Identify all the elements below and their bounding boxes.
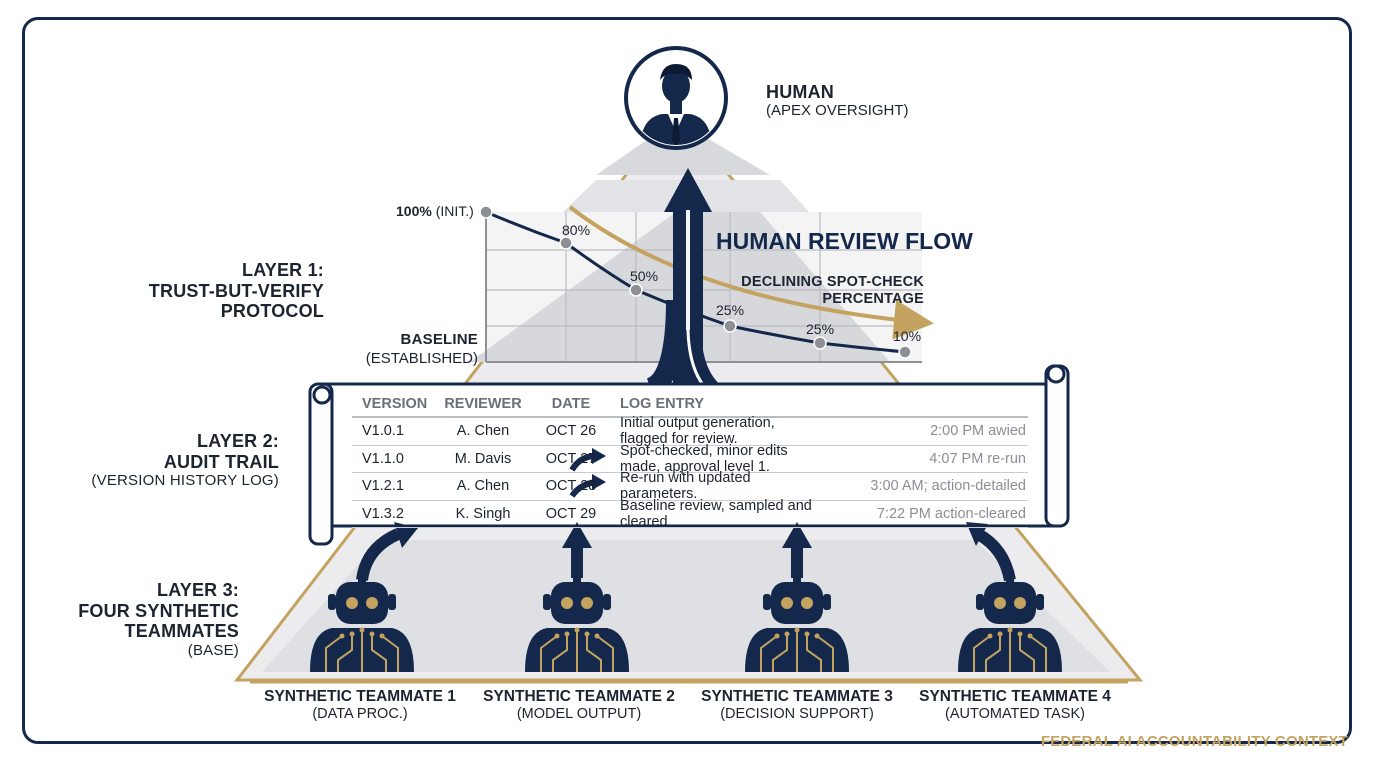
audit-log-table: VERSION REVIEWER DATE LOG ENTRY V1.0.1 A… xyxy=(352,392,1028,530)
data-point xyxy=(813,336,827,350)
log-header-row: VERSION REVIEWER DATE LOG ENTRY xyxy=(352,392,1028,418)
cell-log-entry: Baseline review, sampled and cleared. xyxy=(620,497,812,530)
table-row: V1.0.1 A. Chen OCT 26 Initial output gen… xyxy=(352,415,1028,448)
data-label: 10% xyxy=(893,328,922,344)
cell-time: 3:00 AM; action-detailed xyxy=(870,478,1026,495)
cell-version: V1.2.1 xyxy=(362,478,404,495)
human-subtitle: (APEX OVERSIGHT) xyxy=(766,102,909,119)
footer-context: FEDERAL AI ACCOUNTABILITY CONTEXT xyxy=(1040,733,1348,750)
table-row: V1.3.2 K. Singh OCT 29 Baseline review, … xyxy=(352,497,1028,530)
data-label-bold: 100% xyxy=(396,203,432,219)
cell-date: OCT 28 xyxy=(545,478,597,495)
layer3-line1: LAYER 3: xyxy=(157,580,239,600)
teammate-3-caption: SYNTHETIC TEAMMATE 3 (DECISION SUPPORT) xyxy=(692,688,902,722)
table-row: V1.2.1 A. Chen OCT 28 Re-run with update… xyxy=(352,470,1028,503)
cell-log-entry: Initial output generation, flagged for r… xyxy=(620,415,775,448)
teammate-role: (DECISION SUPPORT) xyxy=(720,706,874,722)
layer1-heading: LAYER 1: TRUST-BUT-VERIFY PROTOCOL xyxy=(149,260,324,322)
layer2-heading: LAYER 2: AUDIT TRAIL (VERSION HISTORY LO… xyxy=(91,431,279,490)
cell-date: OCT 26 xyxy=(545,423,597,440)
data-point xyxy=(629,283,643,297)
layer2-line1: LAYER 2: xyxy=(197,431,279,451)
cell-reviewer: M. Davis xyxy=(454,450,512,467)
layer1-line3: PROTOCOL xyxy=(220,301,324,322)
chart-title: DECLINING SPOT-CHECK PERCENTAGE xyxy=(741,274,924,307)
pyramid-tier-bottom xyxy=(262,540,1110,672)
data-point xyxy=(898,345,912,359)
robot-icon xyxy=(525,572,629,672)
cell-log-entry: Spot-checked, minor edits made, approval… xyxy=(620,442,788,475)
col-date: DATE xyxy=(551,396,591,412)
teammate-name: SYNTHETIC TEAMMATE 2 xyxy=(483,688,675,705)
data-point xyxy=(479,205,493,219)
layer1-line2: TRUST-BUT-VERIFY xyxy=(148,280,324,301)
cell-time: 7:22 PM action-cleared xyxy=(876,505,1026,522)
cell-time: 2:00 PM awied xyxy=(930,423,1026,440)
human-review-flow-label: HUMAN REVIEW FLOW xyxy=(716,228,973,254)
teammate-name: SYNTHETIC TEAMMATE 1 xyxy=(264,688,456,705)
person-icon xyxy=(624,46,728,150)
teammate-role: (DATA PROC.) xyxy=(312,706,408,722)
layer2-sub: (VERSION HISTORY LOG) xyxy=(91,472,279,490)
layer2-line2: AUDIT TRAIL xyxy=(163,451,279,472)
data-label: 100% (INIT.) xyxy=(396,203,474,219)
declining-trend-arrow xyxy=(568,205,934,340)
teammate-name: SYNTHETIC TEAMMATE 3 xyxy=(701,688,893,705)
cell-reviewer: A. Chen xyxy=(456,478,510,495)
cell-time: 4:07 PM re-run xyxy=(929,450,1026,467)
cell-date: OCT 27 xyxy=(545,450,597,467)
teammate-role: (MODEL OUTPUT) xyxy=(516,706,642,722)
col-log-entry: LOG ENTRY xyxy=(620,396,705,412)
baseline-title: BASELINE xyxy=(400,331,478,348)
outer-frame xyxy=(22,17,1352,744)
audit-scroll xyxy=(308,364,1070,546)
cell-version: V1.3.2 xyxy=(362,505,404,522)
cell-version: V1.1.0 xyxy=(362,450,404,467)
table-row: V1.1.0 M. Davis OCT 27 Spot-checked, min… xyxy=(352,442,1028,475)
teammate-1-caption: SYNTHETIC TEAMMATE 1 (DATA PROC.) xyxy=(255,688,465,722)
data-point xyxy=(559,236,573,250)
baseline-sub: (ESTABLISHED) xyxy=(365,350,478,367)
col-reviewer: REVIEWER xyxy=(444,396,522,412)
data-label: 25% xyxy=(806,321,835,337)
teammate-role: (AUTOMATED TASK) xyxy=(945,706,1085,722)
cell-reviewer: K. Singh xyxy=(455,505,511,522)
cell-reviewer: A. Chen xyxy=(456,423,510,440)
teammate-2-caption: SYNTHETIC TEAMMATE 2 (MODEL OUTPUT) xyxy=(474,688,684,722)
teammate-4-caption: SYNTHETIC TEAMMATE 4 (AUTOMATED TASK) xyxy=(910,688,1120,722)
cell-log-entry: Re-run with updated parameters. xyxy=(620,470,751,503)
layer1-line1: LAYER 1: xyxy=(242,260,324,280)
data-point xyxy=(723,319,737,333)
robot-icon xyxy=(958,572,1062,672)
data-label: 80% xyxy=(562,222,591,238)
layer3-heading: LAYER 3: FOUR SYNTHETIC TEAMMATES (BASE) xyxy=(78,580,239,659)
robot-icon xyxy=(745,572,849,672)
data-label: 50% xyxy=(630,268,659,284)
cell-date: OCT 29 xyxy=(545,505,597,522)
layer3-sub: (BASE) xyxy=(187,642,239,660)
layer3-line3: TEAMMATES xyxy=(124,621,239,642)
cell-version: V1.0.1 xyxy=(362,423,404,440)
human-title: HUMAN xyxy=(766,82,834,102)
col-version: VERSION xyxy=(362,396,428,412)
layer3-line2: FOUR SYNTHETIC xyxy=(78,600,239,621)
robot-icon xyxy=(310,572,414,672)
teammate-name: SYNTHETIC TEAMMATE 4 xyxy=(919,688,1111,705)
data-label: 25% xyxy=(716,302,745,318)
